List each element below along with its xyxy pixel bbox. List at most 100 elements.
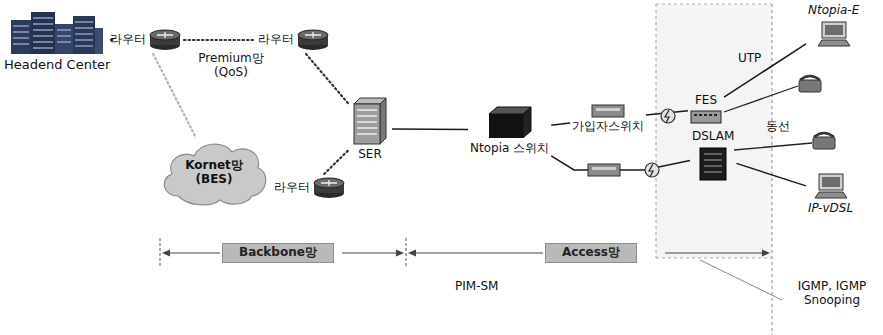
node-text: Ntopia-E xyxy=(808,4,859,18)
subscriber-switch: 가입자스위치 xyxy=(572,104,644,134)
node-text: Backbone망 xyxy=(239,246,317,260)
pc-icon xyxy=(819,174,843,190)
network-band: Backbone망 xyxy=(222,243,334,263)
connector-line xyxy=(184,39,256,41)
arrow-head xyxy=(396,250,404,257)
leader-line xyxy=(700,260,782,300)
scale-tick xyxy=(406,238,407,268)
ser-switch: SER xyxy=(350,96,390,162)
building-icon xyxy=(11,20,31,54)
network-link xyxy=(736,163,806,186)
pc-icon xyxy=(813,172,849,200)
router: 라우터 xyxy=(258,28,330,52)
switch-symbol xyxy=(592,167,616,170)
pc-icon xyxy=(815,192,847,198)
dotted-link xyxy=(153,54,195,136)
node-text: Headend Center xyxy=(4,58,110,73)
connector-line xyxy=(392,128,468,130)
router-icon xyxy=(298,30,328,40)
connector-line xyxy=(551,123,570,125)
router-icon xyxy=(321,180,337,186)
pc-icon xyxy=(825,25,843,35)
modem-symbol xyxy=(665,110,669,123)
network-link xyxy=(724,44,806,97)
switch-symbol xyxy=(588,164,620,176)
fes-icon xyxy=(694,114,717,116)
scale-line xyxy=(168,253,220,254)
pc-icon xyxy=(818,40,850,46)
fes-switch: FES xyxy=(690,94,722,124)
ser-icon xyxy=(354,104,380,144)
network-label: Premium망 (QoS) xyxy=(198,52,264,80)
switch-icon xyxy=(592,105,624,117)
ser-icon xyxy=(350,96,390,146)
arrow-head xyxy=(762,250,770,257)
switch-icon xyxy=(523,107,531,138)
switch-icon xyxy=(591,104,625,118)
dotted-link xyxy=(324,151,348,174)
protocol-label: PIM-SM xyxy=(455,280,498,294)
router-icon xyxy=(296,28,330,52)
router-icon xyxy=(314,178,344,188)
node-text: Access망 xyxy=(562,246,620,260)
access-region xyxy=(656,4,772,258)
switch-icon xyxy=(489,114,523,138)
icon xyxy=(485,104,535,140)
network-band: Access망 xyxy=(545,243,637,263)
dslam-icon xyxy=(704,154,722,172)
dslam: DSLAM xyxy=(692,130,734,182)
connector-line xyxy=(153,54,195,136)
node-text: 라우터 xyxy=(110,33,146,47)
icon xyxy=(690,110,722,124)
network-link xyxy=(551,123,570,125)
building-icon xyxy=(55,24,73,54)
icon xyxy=(698,146,728,182)
phone-symbol xyxy=(799,80,821,92)
modem-symbol xyxy=(645,163,659,177)
dotted-link xyxy=(306,54,348,103)
ntopia-switch: Ntopia 스위치 xyxy=(470,104,549,156)
phone-symbol xyxy=(800,76,820,80)
pc-icon xyxy=(822,177,840,187)
cable-label: UTP xyxy=(738,52,761,66)
connector-line xyxy=(736,163,806,186)
node-text: 라우터 xyxy=(274,181,310,195)
subscriber-pc: Ntopia-E xyxy=(808,4,859,48)
node-text: 라우터 xyxy=(258,33,294,47)
protocol-label: IGMP, IGMP Snooping xyxy=(786,280,878,308)
icon xyxy=(591,104,625,118)
subscriber-line xyxy=(724,86,798,112)
router: 라우터 xyxy=(274,176,346,200)
pc-icon xyxy=(822,22,846,38)
node-text: FES xyxy=(695,94,717,108)
scale-line xyxy=(665,253,762,254)
ser-icon xyxy=(380,98,386,144)
icon xyxy=(813,172,849,200)
dslam-icon xyxy=(700,148,726,180)
region-border xyxy=(772,4,773,335)
icon xyxy=(312,176,346,200)
arrow-head xyxy=(162,250,170,257)
router-icon xyxy=(312,176,346,200)
phone-symbol xyxy=(813,137,835,149)
building-window xyxy=(13,18,93,48)
scale-line xyxy=(342,253,398,254)
scale-tick xyxy=(160,238,161,268)
cloud-shape xyxy=(164,144,265,205)
router-icon xyxy=(157,32,173,38)
router-icon xyxy=(305,32,321,38)
building-icon xyxy=(9,6,105,56)
network-cloud: Kornet망 (BES) xyxy=(158,138,270,208)
region-border xyxy=(656,4,657,258)
node-text: SER xyxy=(358,148,382,162)
icon xyxy=(296,28,330,52)
scale-line xyxy=(416,253,543,254)
connector-line xyxy=(551,156,690,170)
router-icon xyxy=(150,30,180,40)
router: 라우터 xyxy=(110,28,182,52)
subscriber-pc: IP-vDSL xyxy=(808,172,853,216)
arrow-head xyxy=(408,250,416,257)
